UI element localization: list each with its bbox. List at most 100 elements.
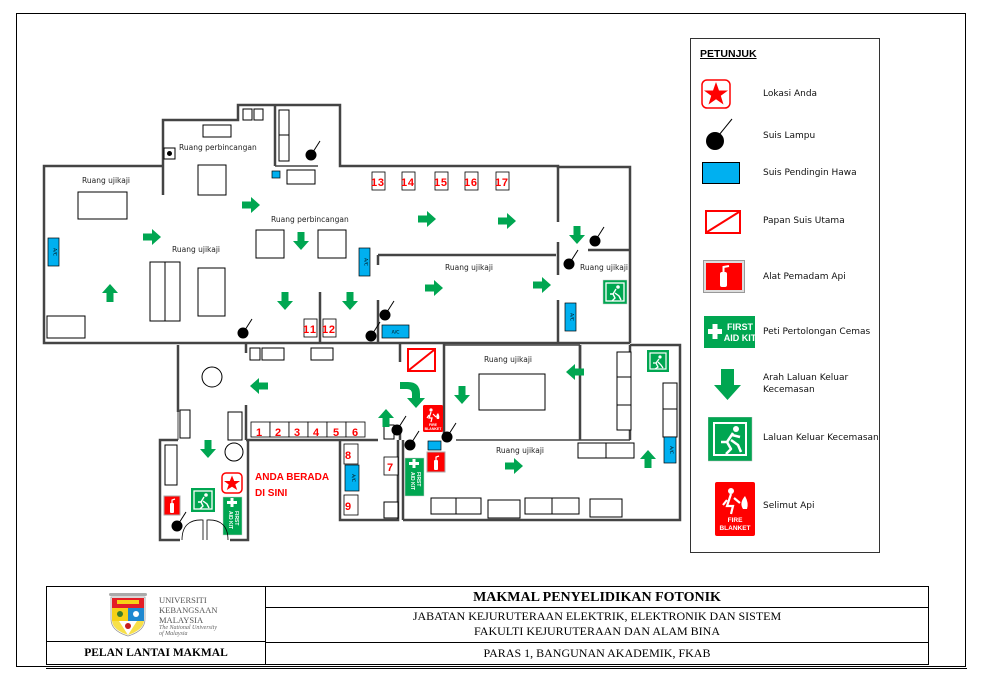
location-label: PARAS 1, BANGUNAN AKADEMIK, FKAB — [483, 646, 711, 660]
table — [383, 501, 399, 519]
desk — [371, 171, 386, 191]
desk — [464, 171, 479, 191]
desk — [322, 318, 337, 338]
exit-direction-arrow-icon — [378, 409, 394, 427]
table — [455, 497, 482, 515]
sink-bowl — [167, 151, 172, 156]
svg-text:FIRST: FIRST — [415, 472, 421, 486]
legend-label: Suis Pendingin Hawa — [763, 168, 857, 178]
main-switchboard-icon — [705, 210, 741, 234]
svg-text:A/C: A/C — [569, 313, 575, 321]
table — [605, 442, 635, 459]
workstation-number: 7 — [387, 462, 393, 474]
fire-blanket-icon: FIRE BLANKET — [423, 405, 443, 432]
exit-direction-arrow-icon — [250, 378, 268, 394]
exit-direction-arrow-icon — [505, 458, 523, 474]
legend-label: Alat Pemadam Api — [763, 272, 846, 282]
fire-extinguisher-icon — [426, 451, 446, 473]
first-aid-kit-icon: FIRST AID KIT — [704, 316, 756, 348]
workstation-number: 8 — [345, 450, 351, 462]
first-aid-kit-icon: FIRST AID KIT — [404, 457, 425, 497]
table — [478, 373, 546, 411]
cabinet — [253, 108, 264, 121]
svg-text:AID KIT: AID KIT — [724, 333, 756, 343]
desk — [345, 421, 366, 438]
ac-switches: A/C A/C A/C A/C A/C A/C — [47, 170, 677, 492]
light-switch-icon — [404, 430, 420, 451]
wall — [338, 440, 400, 522]
cabinet — [179, 409, 191, 439]
desk — [343, 494, 359, 516]
fire-extinguisher-icon — [163, 495, 181, 516]
legend-label: Papan Suis Utama — [763, 216, 845, 226]
svg-text:FIRST: FIRST — [727, 322, 754, 332]
desk — [434, 171, 449, 191]
wall — [42, 164, 370, 345]
table — [202, 124, 232, 138]
workstation-number: 4 — [313, 427, 320, 439]
svg-text:AID KIT: AID KIT — [409, 472, 415, 490]
svg-text:A/C: A/C — [392, 330, 400, 336]
divider — [266, 642, 928, 643]
svg-text:FIRST: FIRST — [233, 511, 239, 525]
table — [164, 261, 181, 322]
workstation-number: 6 — [352, 427, 358, 439]
workstation-number: 12 — [322, 324, 335, 336]
ac-switch-icon: A/C — [564, 302, 577, 332]
ac-switch-icon — [271, 170, 281, 179]
table — [261, 347, 285, 361]
svg-text:A/C: A/C — [350, 474, 356, 482]
round-table — [255, 229, 285, 259]
workstation-number: 1 — [256, 427, 262, 439]
table — [310, 347, 334, 361]
you-are-here-label: ANDA BERADA — [255, 472, 329, 483]
svg-text:FIRE: FIRE — [728, 517, 743, 524]
workstation-number: 2 — [275, 427, 281, 439]
door-arc — [206, 519, 229, 541]
ac-switch-icon — [702, 162, 740, 184]
exit-direction-arrow-icon — [454, 386, 470, 404]
wall — [161, 103, 632, 250]
emergency-exit-icon — [602, 279, 628, 305]
light-switch-icon — [706, 118, 733, 150]
svg-text:AID KIT: AID KIT — [227, 511, 233, 529]
table — [286, 169, 316, 185]
workstation-number: 17 — [495, 177, 508, 189]
fire-extinguisher-icon — [703, 260, 745, 293]
cabinet — [662, 408, 678, 438]
table — [149, 261, 166, 322]
light-switch-icon — [391, 415, 407, 436]
table — [577, 442, 607, 459]
ac-switch-icon: A/C — [663, 436, 677, 464]
room-label: Ruang ujikaji — [580, 263, 628, 272]
desk — [303, 318, 318, 338]
svg-text:FIRE: FIRE — [429, 423, 438, 427]
chair — [224, 442, 244, 462]
light-switch-icon — [563, 249, 579, 270]
legend-label: Laluan Keluar Kecemasan — [763, 433, 879, 443]
legend-label: Suis Lampu — [763, 131, 816, 141]
svg-text:BLANKET: BLANKET — [719, 525, 750, 532]
exit-direction-arrow-icon — [293, 232, 309, 250]
workstation-number: 13 — [371, 177, 384, 189]
walls — [42, 103, 682, 542]
exit-direction-arrow-icon — [200, 440, 216, 458]
cabinet — [616, 351, 632, 378]
drawing-frame — [16, 13, 966, 667]
exit-direction-arrow-icon — [102, 284, 118, 302]
ac-switch-icon: A/C — [381, 324, 410, 339]
legend-label: Arah Laluan Keluar Kecemasan — [763, 373, 849, 395]
legend-label: Peti Pertolongan Cemas — [763, 327, 871, 337]
room-label: Ruang ujikaji — [496, 446, 544, 455]
table — [46, 315, 86, 339]
exit-direction-arrow-icon — [425, 280, 443, 296]
workstations: 1 2 3 4 5 6 7 8 9 11 12 13 14 15 16 17 — [250, 171, 510, 516]
department-name: JABATAN KEJURUTERAAN ELEKTRIK, ELEKTRONI… — [412, 609, 782, 623]
light-switch-icon — [305, 140, 321, 161]
room-label: Ruang perbincangan — [271, 215, 349, 224]
sofa — [164, 444, 178, 486]
exit-direction-arrow-icon — [498, 213, 516, 229]
table — [524, 497, 553, 515]
light-switch-icon — [379, 300, 395, 321]
